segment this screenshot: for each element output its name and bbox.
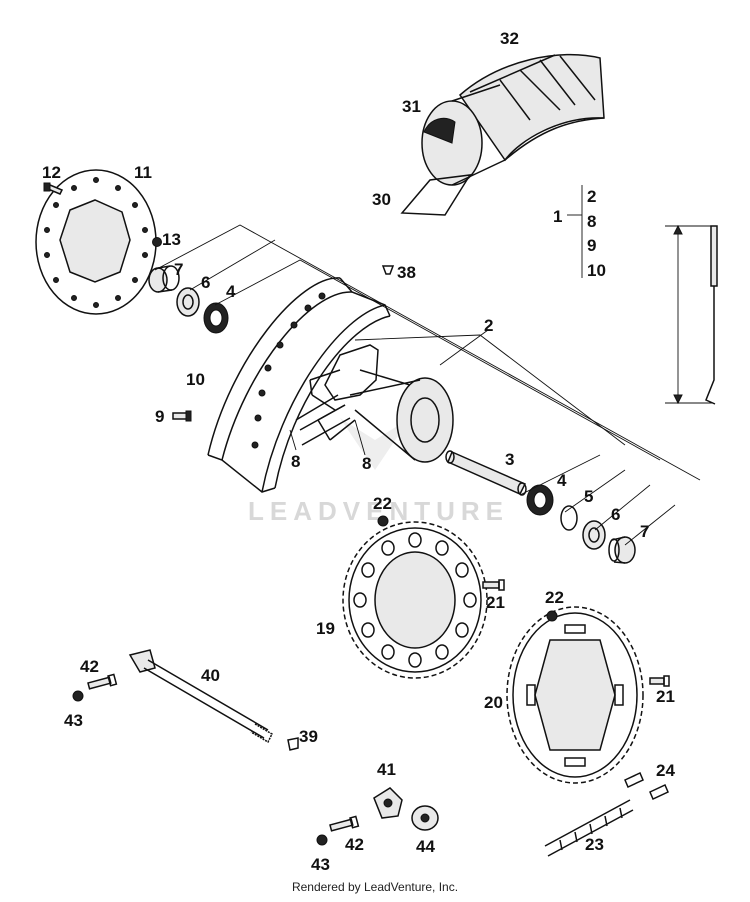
- callout-10: 10: [186, 370, 205, 389]
- chain-adjuster-41[interactable]: [373, 787, 403, 819]
- callout-bracket-1: [567, 185, 583, 278]
- axle-sleeve[interactable]: [445, 450, 527, 496]
- callout-43-left: 43: [64, 711, 83, 730]
- circlip-5[interactable]: [560, 505, 578, 531]
- callout-4-left: 4: [226, 282, 236, 301]
- inner-tube[interactable]: [421, 84, 506, 186]
- callout-22b: 22: [545, 588, 564, 607]
- callout-42-left: 42: [80, 657, 99, 676]
- callout-1: 1: [553, 207, 562, 226]
- disc-nut[interactable]: [152, 237, 162, 247]
- callout-11: 11: [134, 163, 152, 182]
- chain-adjuster-nut-43[interactable]: [72, 690, 84, 702]
- callout-41: 41: [377, 760, 396, 779]
- bearing-left-4[interactable]: [203, 302, 229, 334]
- sprocket-nut-22[interactable]: [377, 515, 389, 527]
- spoke-nipple-9[interactable]: [172, 410, 192, 422]
- callout-43-bottom: 43: [311, 855, 330, 874]
- callout-13: 13: [162, 230, 181, 249]
- callout-8-left: 8: [291, 452, 300, 471]
- callout-3: 3: [505, 450, 514, 469]
- chain-adjuster-nut-43b[interactable]: [316, 834, 328, 846]
- axle-nut-39[interactable]: [287, 737, 299, 751]
- callout-19: 19: [316, 619, 335, 638]
- callout-42-bottom: 42: [345, 835, 364, 854]
- chain-adjuster-bolt-42b[interactable]: [329, 815, 360, 832]
- seal-right-6[interactable]: [582, 520, 606, 550]
- chain-adjuster-bolt-42[interactable]: [87, 673, 118, 690]
- callout-2-group: 2: [587, 187, 596, 206]
- callout-7-left: 7: [174, 260, 183, 279]
- callout-39: 39: [299, 727, 318, 746]
- callout-38: 38: [397, 263, 416, 282]
- callout-21b: 21: [656, 687, 675, 706]
- callout-10-group: 10: [587, 261, 606, 280]
- callout-12: 12: [42, 163, 61, 182]
- brake-disc[interactable]: [35, 169, 157, 315]
- footer-credit: Rendered by LeadVenture, Inc.: [291, 880, 459, 894]
- disc-bolt[interactable]: [43, 182, 64, 195]
- hub[interactable]: [309, 344, 454, 463]
- callout-20: 20: [484, 693, 503, 712]
- callout-23: 23: [585, 835, 604, 854]
- bearing-left-6[interactable]: [176, 287, 200, 317]
- callout-7-right: 7: [640, 522, 649, 541]
- bearing-right-4[interactable]: [526, 484, 554, 516]
- rear-sprocket-19[interactable]: [342, 521, 488, 679]
- callout-31: 31: [402, 97, 421, 116]
- callout-40: 40: [201, 666, 220, 685]
- callout-9: 9: [155, 407, 164, 426]
- callout-24: 24: [656, 761, 675, 780]
- wheel-axle[interactable]: [128, 649, 273, 744]
- callout-labels: 32 31 30 2 1 8 9 10 12 11 13 7 6 4 38 2 …: [42, 29, 675, 874]
- spacer-right-7[interactable]: [608, 536, 636, 564]
- callout-44: 44: [416, 837, 435, 856]
- rim-plug-38[interactable]: [381, 265, 395, 275]
- sprocket-bolt-21b[interactable]: [649, 675, 670, 687]
- sprocket-bolt-21[interactable]: [482, 579, 505, 591]
- spoke-reference: [665, 224, 718, 405]
- callout-21: 21: [486, 593, 505, 612]
- tire[interactable]: [459, 53, 605, 162]
- callout-5: 5: [584, 487, 593, 506]
- rim-tape[interactable]: [400, 174, 472, 216]
- callout-22: 22: [373, 494, 392, 513]
- callout-32: 32: [500, 29, 519, 48]
- callout-9-group: 9: [587, 236, 596, 255]
- rim[interactable]: [207, 277, 391, 493]
- leader-lines: [154, 224, 701, 546]
- rear-sprocket-20[interactable]: [506, 606, 644, 784]
- callout-8-group: 8: [587, 212, 596, 231]
- callout-4-right: 4: [557, 471, 567, 490]
- watermark-logo: LEADVENTURE: [248, 418, 509, 526]
- spokes[interactable]: [295, 394, 351, 446]
- watermark-text: LEADVENTURE: [248, 496, 509, 526]
- master-link[interactable]: [624, 771, 669, 801]
- callout-6-right: 6: [611, 505, 620, 524]
- callout-6-left: 6: [201, 273, 210, 292]
- callout-8-right: 8: [362, 454, 371, 473]
- drive-chain[interactable]: [544, 799, 634, 857]
- chain-adjuster-block-44[interactable]: [411, 805, 439, 831]
- callout-30: 30: [372, 190, 391, 209]
- callout-2: 2: [484, 316, 493, 335]
- sprocket-nut-22b[interactable]: [546, 610, 558, 622]
